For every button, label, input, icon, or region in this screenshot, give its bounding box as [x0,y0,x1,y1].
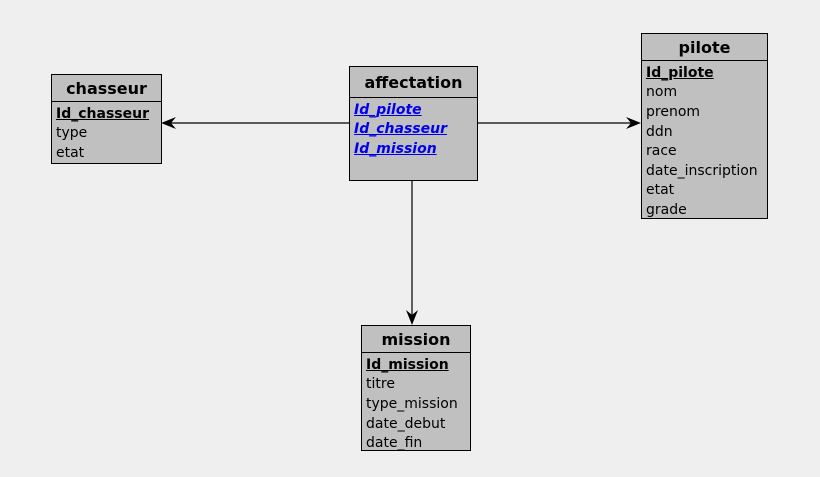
field-row: titre [366,376,395,393]
field-row: ddn [646,123,673,140]
field-row: nom [646,84,678,101]
field-row: type [56,125,88,142]
field-row: date_inscription [646,162,758,179]
relation-affectation-pilote [478,117,641,129]
table-title: affectation [350,67,477,98]
field-row: Id_chasseur [56,105,149,122]
table-title: chasseur [52,75,161,102]
arrowhead-right-icon [626,117,641,129]
field-row: etat [56,144,85,161]
table-fields: Id_mission titre type_mission date_debut… [362,353,470,453]
field-row: date_debut [366,415,446,432]
field-row: Id_mission [366,356,449,373]
field-row: Id_chasseur [354,121,447,138]
entity-table-mission[interactable]: mission Id_mission titre type_mission da… [361,325,471,451]
field-row: Id_pilote [354,101,422,118]
field-row: Id_mission [354,140,437,157]
entity-table-pilote[interactable]: pilote Id_pilote nom prenom ddn race dat… [641,33,768,219]
table-fields: Id_chasseur type etat [52,102,161,163]
arrowhead-left-icon [161,117,176,129]
field-row: etat [646,182,675,199]
arrowhead-down-icon [406,310,418,325]
field-row: prenom [646,103,701,120]
field-row: Id_pilote [646,64,714,81]
entity-table-affectation[interactable]: affectation Id_pilote Id_chasseur Id_mis… [349,66,478,181]
field-row: race [646,143,677,160]
table-fields: Id_pilote Id_chasseur Id_mission [350,98,477,159]
table-title: mission [362,326,470,353]
entity-table-chasseur[interactable]: chasseur Id_chasseur type etat [51,74,162,164]
table-fields: Id_pilote nom prenom ddn race date_inscr… [642,61,767,220]
relation-affectation-chasseur [161,117,349,129]
relation-affectation-mission [406,181,418,325]
table-title: pilote [642,34,767,61]
field-row: grade [646,201,687,218]
field-row: type_mission [366,395,458,412]
field-row: date_fin [366,435,423,452]
